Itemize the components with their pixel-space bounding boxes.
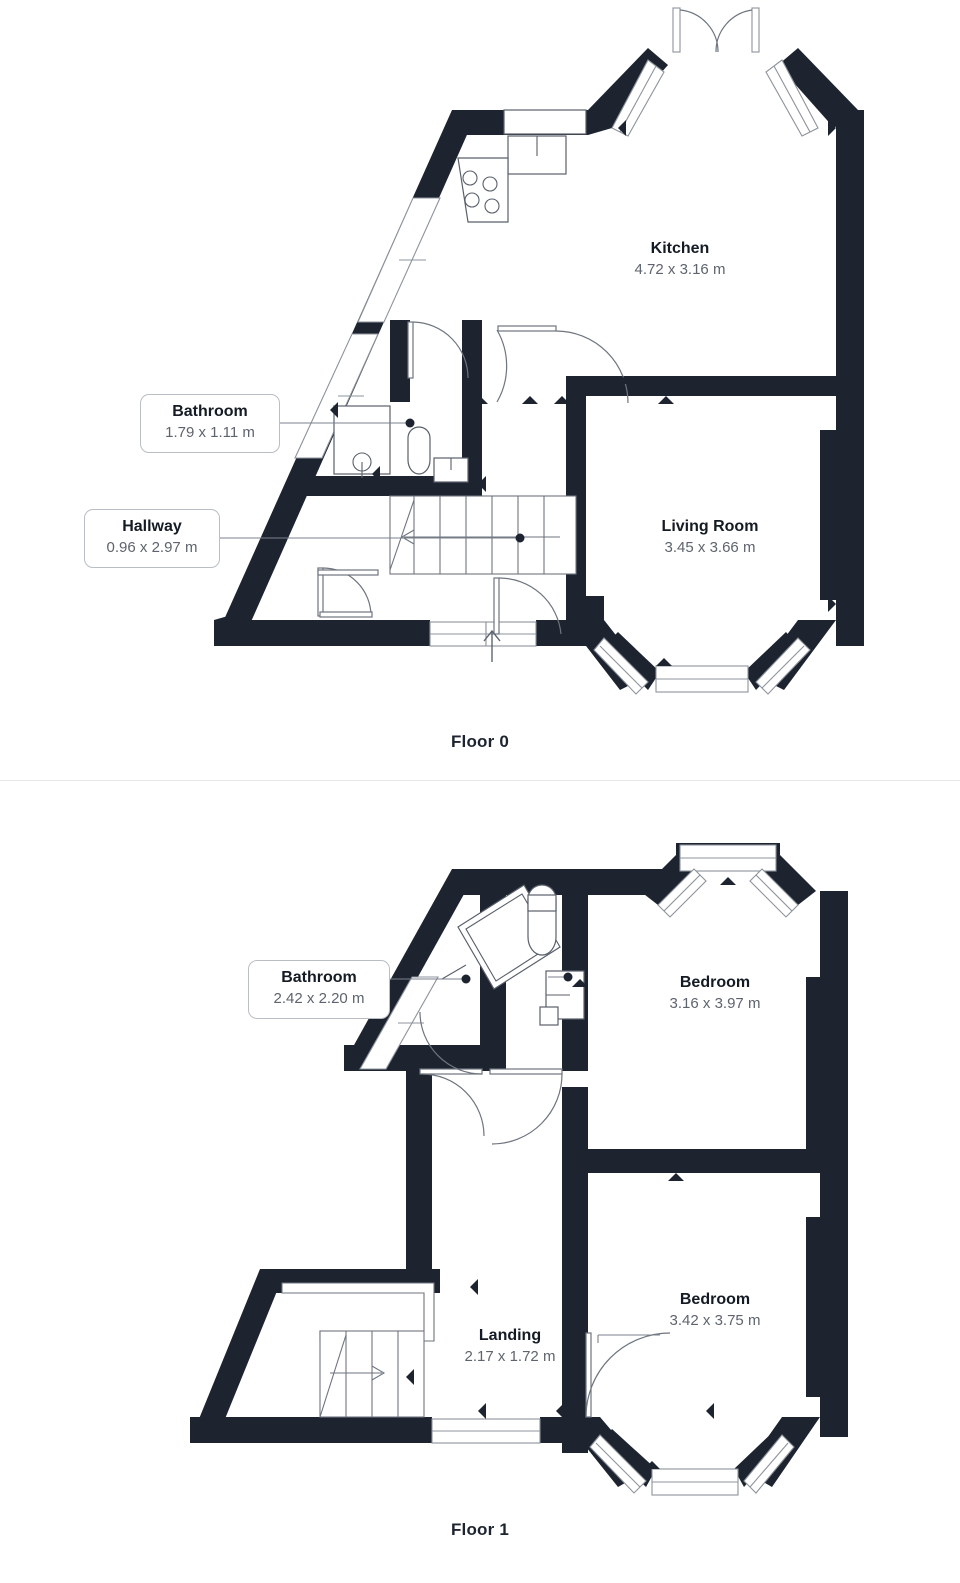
floor-0-windows bbox=[294, 7, 819, 695]
floor-1-leader-lines bbox=[382, 972, 660, 1343]
room-label-bathroom-floor0: Bathroom 1.79 x 1.11 m bbox=[140, 394, 280, 453]
floor-0-doors bbox=[317, 321, 629, 635]
entrance-arrow-icon bbox=[483, 629, 501, 662]
room-dimensions: 4.72 x 3.16 m bbox=[634, 261, 726, 278]
room-name: Bathroom bbox=[281, 969, 357, 986]
room-dimensions: 3.42 x 3.75 m bbox=[669, 1312, 761, 1329]
floor-0-leader-lines bbox=[220, 418, 525, 543]
room-name: Landing bbox=[478, 1327, 542, 1344]
floor-1-fixtures bbox=[441, 884, 585, 1026]
room-dimensions: 1.79 x 1.11 m bbox=[165, 424, 255, 441]
room-name: Bedroom bbox=[679, 1291, 751, 1308]
floor-1-plan-drawing bbox=[190, 843, 848, 1496]
room-label-hallway-floor0: Hallway 0.96 x 2.97 m bbox=[84, 509, 220, 568]
room-label-bedroom-2-floor1: Bedroom 3.42 x 3.75 m bbox=[615, 1289, 815, 1332]
room-label-landing-floor1: Landing 2.17 x 1.72 m bbox=[410, 1325, 610, 1368]
room-label-kitchen-floor0: Kitchen 4.72 x 3.16 m bbox=[570, 238, 790, 281]
floor-1-windows bbox=[359, 844, 799, 1496]
room-name: Kitchen bbox=[650, 240, 710, 257]
floor-1-dimension-ticks bbox=[406, 877, 834, 1469]
floor-0-dimension-ticks bbox=[330, 120, 836, 666]
room-name: Bathroom bbox=[172, 403, 248, 420]
floor-1-caption: Floor 1 bbox=[450, 1520, 510, 1539]
room-label-living-room-floor0: Living Room 3.45 x 3.66 m bbox=[600, 516, 820, 559]
kitchen-counter bbox=[503, 109, 587, 135]
room-dimensions: 2.42 x 2.20 m bbox=[273, 990, 365, 1007]
floor-divider bbox=[0, 780, 960, 781]
room-label-bedroom-1-floor1: Bedroom 3.16 x 3.97 m bbox=[615, 972, 815, 1015]
room-name: Living Room bbox=[661, 518, 759, 535]
floor-1-staircase bbox=[281, 1282, 435, 1418]
room-dimensions: 3.16 x 3.97 m bbox=[669, 995, 761, 1012]
floor-0-fixtures bbox=[333, 109, 587, 483]
floor-0-section: Bathroom 1.79 x 1.11 m Hallway 0.96 x 2.… bbox=[0, 0, 960, 780]
floor-0-staircase bbox=[389, 495, 577, 575]
kitchen-stove bbox=[457, 157, 509, 223]
room-dimensions: 0.96 x 2.97 m bbox=[106, 539, 198, 556]
room-dimensions: 3.45 x 3.66 m bbox=[664, 539, 756, 556]
room-label-bathroom-floor1: Bathroom 2.42 x 2.20 m bbox=[248, 960, 390, 1019]
floor-1-section: Bathroom 2.42 x 2.20 m Bedroom 3.16 x 3.… bbox=[0, 781, 960, 1583]
room-name: Bedroom bbox=[679, 974, 751, 991]
floor-0-plan-drawing bbox=[214, 7, 864, 695]
floor-0-caption: Floor 0 bbox=[450, 732, 510, 751]
wc bbox=[407, 426, 431, 475]
room-name: Hallway bbox=[122, 518, 182, 535]
room-dimensions: 2.17 x 1.72 m bbox=[464, 1348, 556, 1365]
